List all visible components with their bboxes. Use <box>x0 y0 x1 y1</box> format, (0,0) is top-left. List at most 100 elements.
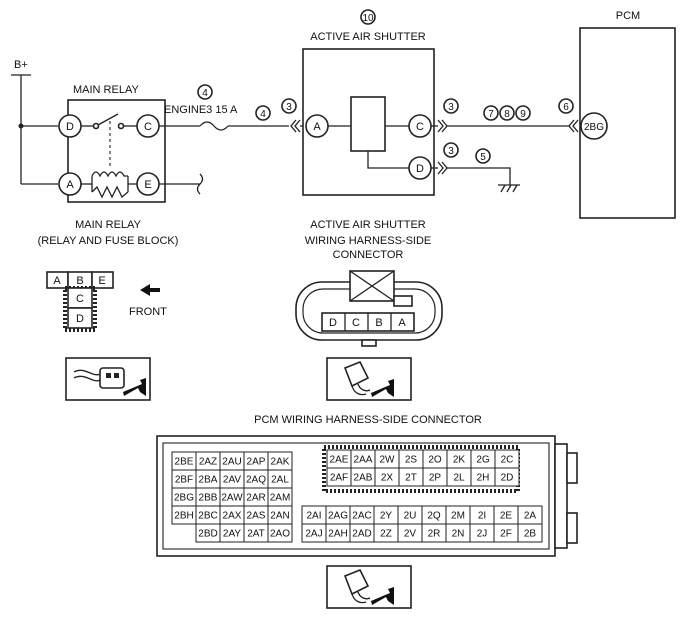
pcm-pin-label: 2AG <box>328 511 348 522</box>
ref-4a <box>197 84 213 100</box>
pcm-pin-label: 2AB <box>354 473 373 484</box>
ref-8 <box>499 105 515 121</box>
svg-text:D: D <box>416 163 424 175</box>
pcm-pin-label: 2S <box>405 455 418 466</box>
connector-view-icon <box>65 357 151 401</box>
connector-view-icon <box>326 357 412 401</box>
svg-text:9: 9 <box>520 109 526 120</box>
ref-5 <box>475 148 491 164</box>
switch-contact <box>117 122 125 130</box>
connector-mark <box>290 119 301 133</box>
pcm-pin-cell <box>267 523 293 543</box>
pcm-pin-label: 2AV <box>223 475 241 486</box>
pcm-pin-label: 2AK <box>271 457 290 468</box>
pcm-pin-cell <box>494 467 520 487</box>
svg-text:2BG: 2BG <box>584 122 604 133</box>
pcm-pin-label: 2AN <box>270 511 289 522</box>
pcm-pin-label: 2BG <box>174 493 194 504</box>
pcm-pin-label: 2B <box>524 529 537 540</box>
ref-6 <box>558 98 574 114</box>
pcm-pin-label: 2K <box>453 455 466 466</box>
pcm-pin-label: 2AJ <box>305 529 322 540</box>
wire-ground <box>447 167 511 185</box>
pcm-pin-label: 2AY <box>223 529 241 540</box>
pcm-pin-label: 2AL <box>271 475 289 486</box>
ref-3a <box>281 98 297 114</box>
svg-text:6: 6 <box>563 102 569 113</box>
relay-pin-A-label: A <box>66 179 74 191</box>
pcm-pin-label: 2R <box>428 529 441 540</box>
pcm-pin-label: 2BE <box>175 457 194 468</box>
front-arrow-icon <box>140 284 160 296</box>
shutter-conn-A: A <box>398 317 406 329</box>
relay-resistor <box>91 185 129 199</box>
pcm-pin-label: 2M <box>451 511 465 522</box>
pcm-pin-label: 2AH <box>328 529 347 540</box>
pcm-pin-label: 2AP <box>247 457 266 468</box>
ref-3c <box>443 142 459 158</box>
pcm-pin-label: 2A <box>524 511 537 522</box>
fuse-label: ENGINE3 15 A <box>164 104 238 116</box>
pcm-pin-label: 2H <box>477 473 490 484</box>
pcm-pin-label: 2L <box>453 473 465 484</box>
pcm-pin-label: 2AQ <box>246 475 266 486</box>
pcm-pin-label: 2BF <box>175 475 193 486</box>
pcm-connector-caption: PCM WIRING HARNESS-SIDE CONNECTOR <box>254 414 482 426</box>
svg-text:5: 5 <box>480 152 486 163</box>
pcm-pin-label: 2BB <box>199 493 218 504</box>
connector-view-icon <box>326 565 412 609</box>
svg-text:3: 3 <box>448 146 454 157</box>
ref-3b <box>443 98 459 114</box>
shutter-conn-B: B <box>375 317 382 329</box>
relay-connector-face: A B E C D <box>46 271 114 332</box>
shutter-connector-caption: ACTIVE AIR SHUTTER <box>310 219 426 231</box>
connector-mark <box>437 161 448 175</box>
pcm-pin-label: 2AD <box>352 529 371 540</box>
pcm-pin-label: 2G <box>476 455 490 466</box>
svg-text:10: 10 <box>362 13 374 24</box>
pcm-pin-label: 2AT <box>247 529 265 540</box>
pcm-pin-2BG <box>580 112 608 140</box>
pcm-pin-cell <box>517 523 543 543</box>
relay-conn-E: E <box>98 275 105 287</box>
wire-break <box>196 173 204 195</box>
pcm-pin-label: 2O <box>428 455 442 466</box>
relay-switch <box>97 113 119 126</box>
shutter-motor <box>350 96 386 152</box>
pcm-pin-label: 2Q <box>427 511 441 522</box>
pcm-label: PCM <box>616 10 640 22</box>
pcm-pin-label: 2AW <box>221 493 243 504</box>
pcm-pin-label: 2N <box>452 529 465 540</box>
svg-text:7: 7 <box>488 109 494 120</box>
relay-conn-C: C <box>76 293 84 305</box>
relay-conn-D: D <box>76 313 84 325</box>
pcm-pin-label: 2AO <box>270 529 290 540</box>
pcm-pin-label: 2F <box>500 529 512 540</box>
pcm-pin-label: 2AC <box>352 511 371 522</box>
pcm-pin-label: 2AF <box>330 473 348 484</box>
pcm-pin-label: 2BC <box>198 511 217 522</box>
pcm-pin-label: 2AM <box>270 493 291 504</box>
pcm-pin-label: 2BD <box>198 529 217 540</box>
main-relay-label: MAIN RELAY <box>73 84 139 96</box>
pcm-pin-label: 2AX <box>223 511 242 522</box>
svg-text:C: C <box>416 121 424 133</box>
relay-pin-C-label: C <box>144 121 152 133</box>
ref-4b <box>255 105 271 121</box>
shutter-connector-caption-3: CONNECTOR <box>333 249 404 261</box>
shutter-connector-caption-2: WIRING HARNESS-SIDE <box>305 235 432 247</box>
relay-conn-B: B <box>76 275 83 287</box>
pcm-pin-label: 2AZ <box>199 457 217 468</box>
pcm-pin-label: 2AE <box>330 455 349 466</box>
ref-9 <box>515 105 531 121</box>
switch-contact <box>92 122 100 130</box>
relay-conn-A: A <box>53 275 61 287</box>
svg-text:4: 4 <box>260 109 266 120</box>
pcm-pin-label: 2AS <box>247 511 266 522</box>
pcm-pin-label: 2C <box>501 455 514 466</box>
relay-pin-D-label: D <box>66 121 74 133</box>
svg-text:4: 4 <box>202 88 208 99</box>
